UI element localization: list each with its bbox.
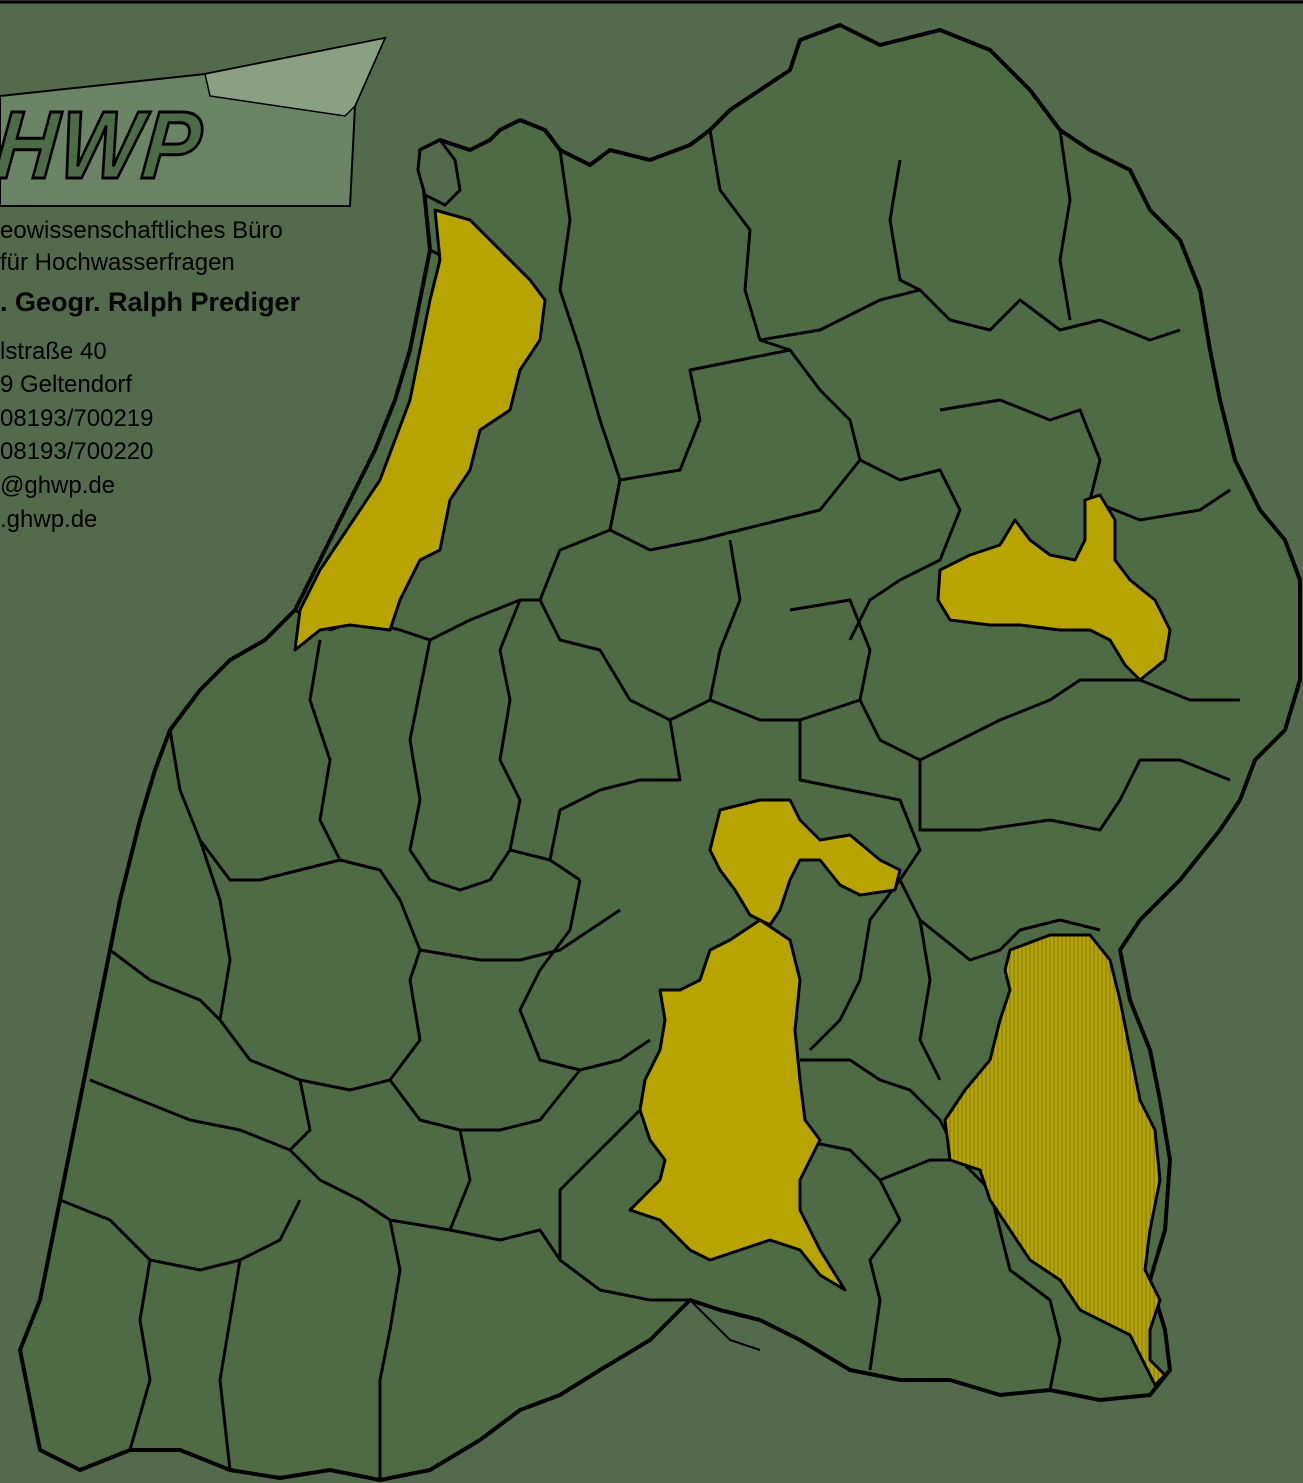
district-border <box>388 1069 582 1132</box>
district-border <box>168 729 341 882</box>
district-border <box>538 149 622 601</box>
district-border <box>378 1219 402 1480</box>
office-web[interactable]: .ghwp.de <box>0 506 98 533</box>
hwp-logo: HWP <box>0 36 400 221</box>
district-border <box>498 599 522 851</box>
district-border <box>798 720 1101 962</box>
district-border <box>800 1058 962 1161</box>
district-border <box>608 459 862 552</box>
region-south-east <box>943 933 1167 1387</box>
office-street: lstraße 40 <box>0 338 107 365</box>
district-border <box>848 458 962 641</box>
district-border <box>128 1259 152 1451</box>
district-border <box>619 348 862 482</box>
district-border <box>288 1079 312 1152</box>
district-border <box>218 1259 242 1471</box>
district-borders <box>59 129 1240 1480</box>
district-border <box>109 948 222 1022</box>
office-info-block: HWP eowissenschaftliches Büro für Hochwa… <box>0 0 400 560</box>
logo-text: HWP <box>0 91 209 201</box>
district-border <box>759 288 1181 342</box>
district-border <box>59 1198 302 1272</box>
lake-north <box>416 138 462 207</box>
office-city: 9 Geltendorf <box>0 371 133 398</box>
office-name: . Geogr. Ralph Prediger <box>0 287 301 317</box>
region-east <box>936 493 1172 682</box>
region-center <box>708 798 902 927</box>
office-email[interactable]: @ghwp.de <box>0 472 116 499</box>
district-border <box>888 159 921 292</box>
district-border <box>448 1129 472 1231</box>
district-border <box>808 879 902 1052</box>
district-border <box>518 879 651 1072</box>
district-border <box>918 919 942 1081</box>
district-border <box>89 1078 391 1222</box>
lake-bodensee <box>689 1299 761 1351</box>
region-south-center <box>628 918 847 1292</box>
office-line-2: für Hochwasserfragen <box>0 249 235 276</box>
region-rhine-north <box>293 208 547 652</box>
district-border <box>558 1108 642 1260</box>
district-border <box>879 1158 1062 1391</box>
district-border <box>308 639 422 951</box>
district-border <box>709 698 861 722</box>
district-border <box>918 758 1231 832</box>
district-border <box>708 129 791 352</box>
district-border <box>939 398 1231 522</box>
office-line-1: eowissenschaftliches Büro <box>0 217 283 244</box>
district-border <box>389 1218 690 1302</box>
district-border <box>419 908 621 962</box>
office-phone: 08193/700219 <box>0 405 154 432</box>
district-border <box>1058 129 1072 321</box>
district-border <box>408 639 551 892</box>
logo-banner-shape <box>0 36 387 207</box>
district-border <box>799 1138 902 1371</box>
office-fax: 08193/700220 <box>0 438 154 465</box>
